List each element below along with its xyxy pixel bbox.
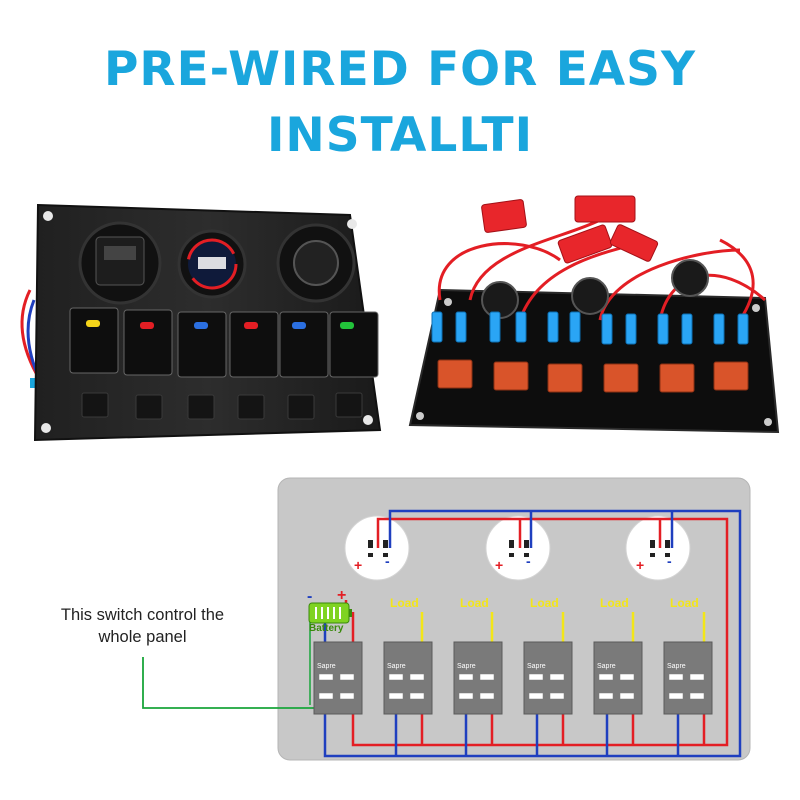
load-label-3: Load [530, 596, 559, 610]
note-line-2: whole panel [98, 628, 187, 646]
switch-label-6: Sapre [667, 663, 686, 670]
load-label-2: Load [460, 596, 489, 610]
load-label-1: Load [390, 596, 419, 610]
switch-label-3: Sapre [457, 663, 476, 670]
load-label-5: Load [670, 596, 699, 610]
socket-2-minus: - [526, 553, 531, 569]
battery-label: Battery [309, 623, 344, 634]
terminal-connectors [431, 311, 749, 393]
rocker-switch-1[interactable] [69, 307, 119, 374]
rocker-switch-5[interactable] [279, 311, 329, 378]
battery-icon [308, 602, 352, 624]
headline-line-2: INSTALLTI [266, 108, 534, 163]
battery-minus: - [307, 588, 312, 605]
socket-1-plus: + [354, 557, 362, 573]
rocker-switch-row [69, 307, 379, 378]
blade-fuse-holder-icon [481, 195, 659, 264]
socket-1-minus: - [385, 553, 390, 569]
rocker-switch-6[interactable] [329, 311, 379, 378]
master-switch-note: This switch control the whole panel [30, 604, 255, 648]
switch-label-4: Sapre [527, 663, 546, 670]
rocker-switch-2[interactable] [123, 309, 173, 376]
rocker-switch-4[interactable] [229, 311, 279, 378]
rocker-switch-3[interactable] [177, 311, 227, 378]
note-line-1: This switch control the [60, 606, 225, 624]
socket-3-minus: - [667, 553, 672, 569]
back-panel [408, 195, 780, 434]
switch-terminals [319, 674, 704, 699]
socket-3-icon [625, 515, 691, 581]
switch-box-6 [663, 641, 713, 715]
battery-plus: + [337, 587, 346, 604]
indicator-line [142, 657, 318, 709]
wiring-diagram: Battery - + Load Load Load Load Load Sap… [142, 477, 751, 761]
load-label-4: Load [600, 596, 629, 610]
cigarette-socket-icon [276, 223, 356, 303]
usb-voltmeter-socket-icon [78, 221, 162, 305]
socket-2-icon [485, 515, 551, 581]
front-panel [20, 203, 382, 442]
switch-label-5: Sapre [597, 663, 616, 670]
switch-label-1: Sapre [317, 663, 336, 670]
socket-3-plus: + [636, 557, 644, 573]
digital-voltmeter-icon [177, 229, 247, 299]
switch-label-2: Sapre [387, 663, 406, 670]
socket-2-plus: + [495, 557, 503, 573]
headline-line-1: PRE-WIRED FOR EASY [103, 42, 697, 97]
